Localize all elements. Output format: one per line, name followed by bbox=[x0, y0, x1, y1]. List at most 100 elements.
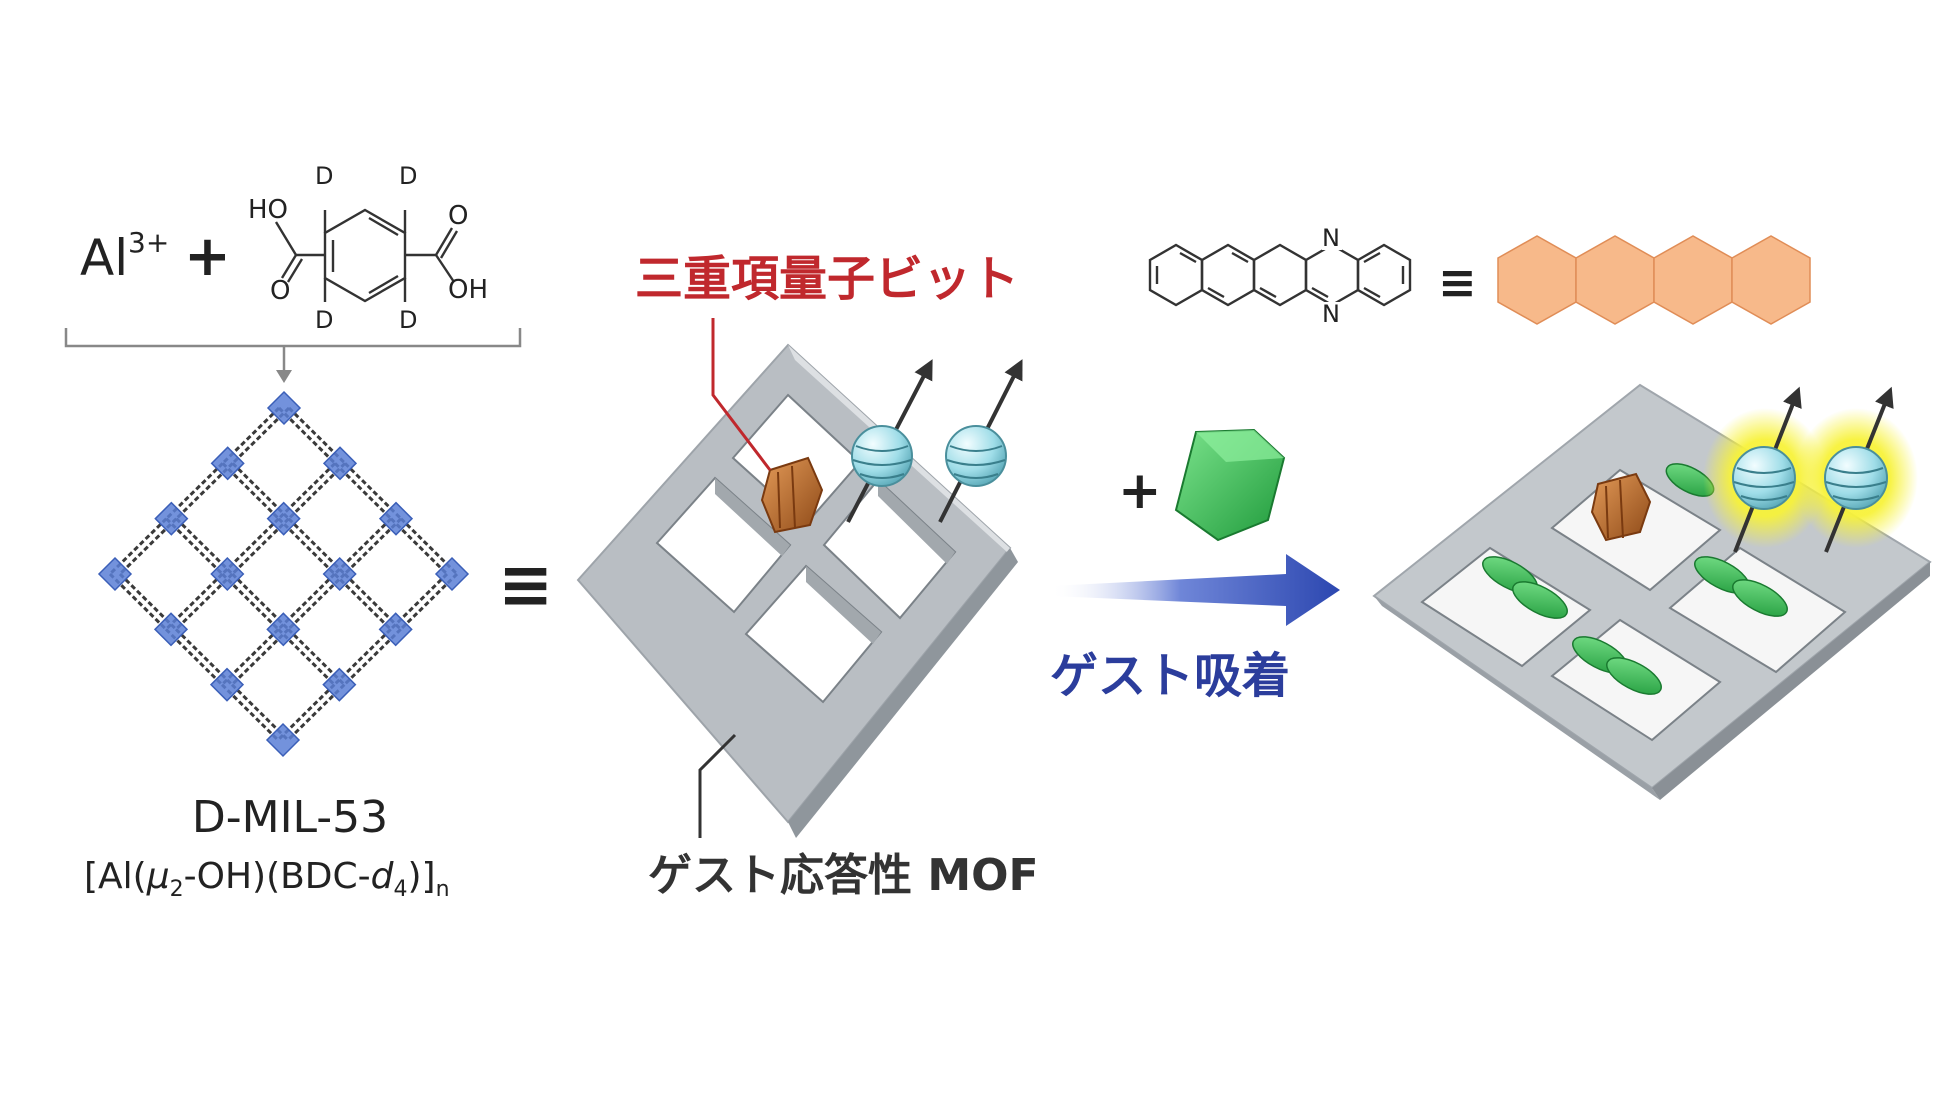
atom-label-n-bottom: N bbox=[1322, 300, 1340, 328]
metal-node bbox=[210, 446, 245, 481]
mil53-crystal-structure bbox=[97, 390, 470, 758]
metal-charge-label: 3+ bbox=[128, 226, 169, 259]
cell-inner-shadow bbox=[715, 478, 790, 556]
metal-node bbox=[266, 390, 302, 426]
linker-chain bbox=[174, 572, 234, 631]
mof-frame-side-edge bbox=[1652, 562, 1930, 800]
mof-leader-line bbox=[698, 733, 737, 838]
carboxyl-bond bbox=[435, 254, 455, 283]
linker-chain bbox=[231, 406, 291, 465]
metal-node bbox=[322, 556, 357, 592]
atom-label-d: D bbox=[399, 306, 417, 334]
metal-node bbox=[378, 612, 413, 647]
spin-qubit bbox=[846, 359, 933, 523]
n-atom-mask bbox=[1322, 302, 1342, 324]
metal-ion-label: Al bbox=[80, 229, 128, 287]
spin-sphere bbox=[945, 425, 1007, 487]
spin-qubit-active bbox=[1703, 386, 1827, 553]
reaction-bracket bbox=[64, 328, 522, 348]
atom-label-n-top: N bbox=[1322, 224, 1340, 252]
linker-chain bbox=[108, 572, 168, 631]
guest-molecule-icon bbox=[1174, 428, 1286, 542]
hexagon-chain-symbol bbox=[1497, 235, 1811, 325]
metal-node bbox=[378, 501, 414, 536]
linker-chain bbox=[277, 406, 337, 465]
metal-node bbox=[210, 556, 245, 592]
atom-label-ho: HO bbox=[248, 195, 288, 225]
metal-node bbox=[97, 556, 133, 592]
metal-node bbox=[265, 722, 301, 758]
spin-sphere bbox=[851, 425, 913, 487]
aromatic-ring bbox=[1356, 243, 1412, 307]
metal-node bbox=[322, 667, 357, 702]
qubit-leader-line bbox=[711, 318, 772, 471]
mof-frame-side-edge bbox=[788, 548, 1018, 838]
ring-double-bond bbox=[368, 216, 399, 237]
linker-chain bbox=[231, 517, 290, 576]
benzene-ring bbox=[323, 208, 407, 303]
atom-label-d: D bbox=[315, 162, 333, 190]
guest-molecule bbox=[1512, 581, 1568, 619]
linker-chain bbox=[333, 572, 392, 631]
adsorbed-guests bbox=[1482, 463, 1788, 695]
ring-double-bond bbox=[368, 274, 399, 295]
spin-qubit-active bbox=[1794, 386, 1918, 553]
linker-chain bbox=[389, 517, 449, 576]
carboxyl-bond bbox=[274, 221, 298, 256]
guest-adsorption-arrow bbox=[1050, 554, 1340, 626]
carboxyl-bond bbox=[280, 254, 298, 279]
metal-node bbox=[209, 667, 245, 702]
linker-chain bbox=[165, 517, 224, 576]
mof-frame-empty bbox=[576, 343, 1018, 838]
linker-chain bbox=[175, 462, 234, 520]
mof-formula-label: [Al(μ2-OH)(BDC-d4)]n bbox=[84, 856, 450, 902]
metal-node bbox=[154, 501, 189, 536]
carboxyl-bond bbox=[439, 230, 459, 259]
atom-label-o-left: O bbox=[270, 276, 290, 306]
pentacene-chromophore-brown bbox=[1590, 472, 1652, 542]
atom-label-oh: OH bbox=[448, 275, 488, 305]
aromatic-ring bbox=[1304, 243, 1360, 307]
aromatic-ring bbox=[1252, 243, 1308, 307]
reaction-plus-sign: + bbox=[184, 224, 231, 289]
n-atom-mask bbox=[1322, 228, 1342, 250]
reaction-equation: Al 3+ + HO O O OH D D D D bbox=[64, 162, 522, 383]
carboxyl-bond bbox=[286, 258, 304, 283]
linker-chain bbox=[221, 462, 280, 520]
diazapentacene-structure bbox=[1148, 243, 1412, 307]
linker-chain bbox=[164, 628, 224, 686]
triplet-qubit-label: 三重項量子ビット bbox=[635, 251, 1019, 307]
cell-inner-shadow bbox=[806, 566, 881, 644]
atom-label-d: D bbox=[315, 306, 333, 334]
linker-chain bbox=[118, 517, 178, 576]
mof-cell-left bbox=[1420, 546, 1592, 668]
terephthalic-acid-d4-structure bbox=[274, 208, 459, 303]
equivalence-symbol-right: ≡ bbox=[1438, 255, 1477, 309]
metal-node bbox=[266, 501, 301, 536]
linker-chain bbox=[333, 462, 393, 520]
linker-chain bbox=[220, 683, 280, 742]
mof-frame-side-edge bbox=[1374, 596, 1660, 800]
atom-label-d: D bbox=[399, 162, 417, 190]
atom-label-o-right: O bbox=[448, 201, 468, 231]
metal-node bbox=[434, 556, 470, 592]
equivalence-symbol: ≡ bbox=[498, 546, 553, 623]
metal-node bbox=[153, 612, 189, 647]
spin-sphere bbox=[1824, 446, 1888, 510]
guest-molecule bbox=[1732, 579, 1788, 617]
linker-chain bbox=[287, 462, 347, 520]
guest-plus-sign: + bbox=[1118, 461, 1162, 521]
spin-qubit bbox=[938, 359, 1023, 523]
reaction-down-arrow-head bbox=[276, 370, 292, 383]
mof-name-label: D-MIL-53 bbox=[192, 792, 388, 843]
linker-chain bbox=[230, 628, 290, 686]
carboxyl-bond bbox=[434, 227, 454, 256]
guest-responsive-mof-label: ゲスト応答性 MOF bbox=[648, 850, 1039, 901]
linker-chain bbox=[287, 572, 346, 631]
cell-inner-shadow bbox=[878, 480, 955, 564]
linker-chain bbox=[286, 683, 346, 742]
linker-chain bbox=[343, 517, 403, 576]
linker-chain bbox=[277, 628, 336, 686]
linker-chain bbox=[399, 572, 459, 631]
